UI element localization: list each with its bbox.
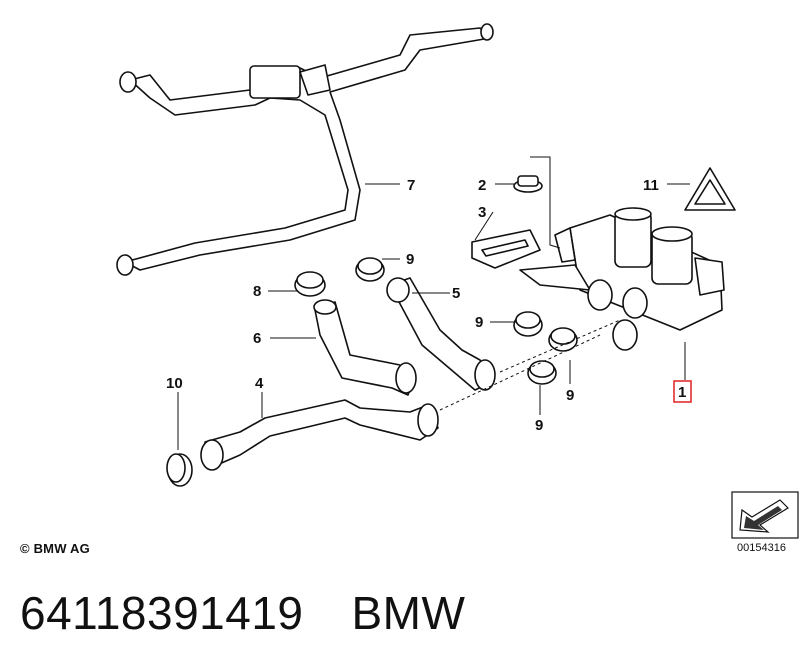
part-9-clamp-bottom — [527, 360, 557, 385]
callout-9-mid-left: 9 — [475, 314, 483, 331]
callout-1: 1 — [678, 384, 686, 401]
callout-9-top: 9 — [406, 251, 414, 268]
orientation-arrow-icon — [731, 491, 799, 539]
callout-9-mid-right: 9 — [566, 387, 574, 404]
brand-name: BMW — [351, 587, 466, 639]
callout-9-bottom: 9 — [535, 417, 543, 434]
callout-2: 2 — [478, 177, 486, 194]
part-3-bracket — [471, 229, 541, 269]
callout-7: 7 — [407, 177, 415, 194]
part-4-hose — [200, 399, 439, 471]
callout-10: 10 — [166, 375, 183, 392]
part-11-warning-label — [684, 167, 736, 211]
callout-5: 5 — [452, 285, 460, 302]
footer-caption: 64118391419 BMW — [20, 586, 465, 640]
copyright-notice: © BMW AG — [20, 541, 90, 556]
part-9-clamp-mid-right — [548, 327, 578, 352]
callout-3: 3 — [478, 204, 486, 221]
part-number: 64118391419 — [20, 587, 304, 639]
part-10-ring — [166, 453, 193, 487]
part-8-clamp — [294, 271, 326, 297]
callout-8: 8 — [253, 283, 261, 300]
part-9-clamp-top — [355, 257, 385, 282]
part-2-grommet — [513, 175, 543, 193]
part-5-hose — [386, 277, 496, 391]
part-1-water-valve — [519, 207, 725, 351]
part-7-hose — [116, 23, 494, 276]
callout-11: 11 — [643, 177, 659, 194]
callout-6: 6 — [253, 330, 261, 347]
diagram-number: 00154316 — [737, 542, 786, 554]
callout-1-highlight: 1 — [673, 380, 692, 403]
leader-lines — [177, 156, 690, 450]
part-9-clamp-mid-left — [513, 311, 543, 337]
part-6-hose — [313, 299, 417, 396]
callout-4: 4 — [255, 375, 264, 392]
